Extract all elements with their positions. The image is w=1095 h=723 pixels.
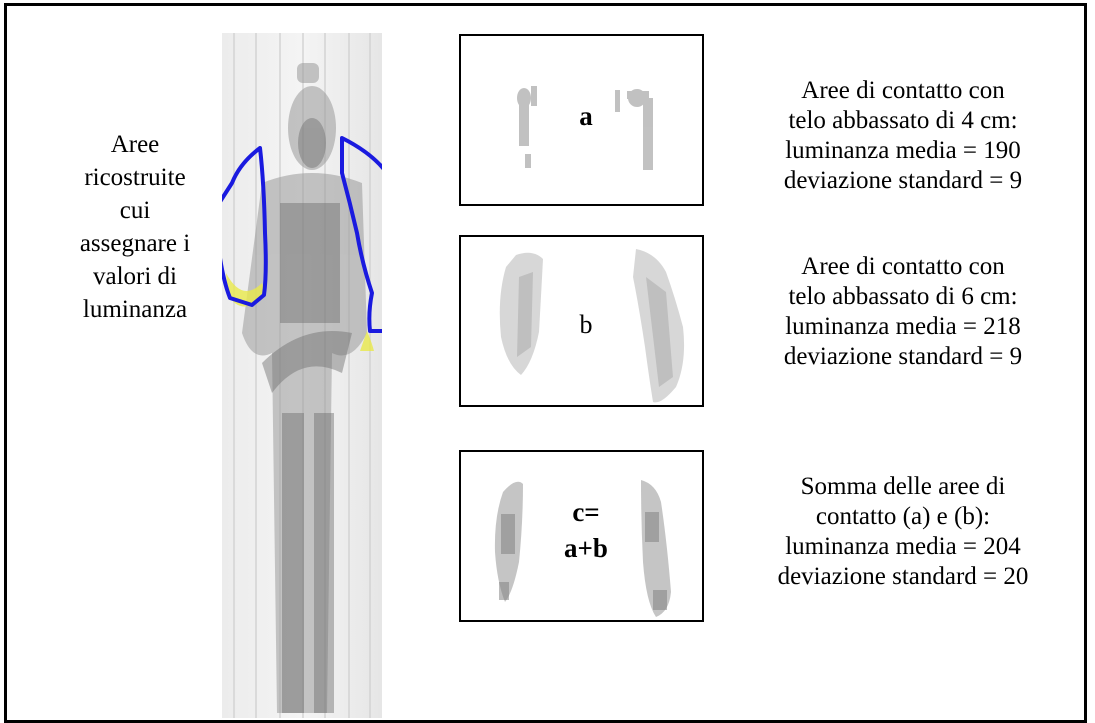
desc-line: Somma delle aree di [748,472,1058,502]
panel-b: b [459,235,704,407]
reconstructed-areas-caption: Aree ricostruite cui assegnare i valori … [60,128,210,326]
desc-line: luminanza media = 218 [748,312,1058,342]
label-line: a [566,98,606,134]
desc-line: luminanza media = 204 [748,532,1058,562]
caption-line: cui [60,194,210,227]
panel-a-label: a [566,98,606,134]
desc-line: Aree di contatto con [748,76,1058,106]
caption-line: assegnare i [60,227,210,260]
caption-line: Aree [60,128,210,161]
panel-a: a [459,34,704,206]
desc-line: deviazione standard = 9 [748,166,1058,196]
label-line: b [566,307,606,343]
panel-c-label: c= a+b [546,494,626,566]
description-a: Aree di contatto con telo abbassato di 4… [748,76,1058,196]
desc-line: telo abbassato di 6 cm: [748,282,1058,312]
caption-line: ricostruite [60,161,210,194]
desc-line: deviazione standard = 20 [748,562,1058,592]
label-line: a+b [546,530,626,566]
desc-line: deviazione standard = 9 [748,342,1058,372]
desc-line: Aree di contatto con [748,252,1058,282]
panel-b-label: b [566,307,606,343]
desc-line: luminanza media = 190 [748,136,1058,166]
desc-line: telo abbassato di 4 cm: [748,106,1058,136]
description-b: Aree di contatto con telo abbassato di 6… [748,252,1058,372]
caption-line: valori di [60,260,210,293]
body-figure-drawing [222,33,382,718]
panel-c: c= a+b [459,450,704,622]
label-line: c= [546,494,626,530]
shroud-body-image [222,33,382,718]
desc-line: contatto (a) e (b): [748,502,1058,532]
description-c: Somma delle aree di contatto (a) e (b): … [748,472,1058,592]
caption-line: luminanza [60,293,210,326]
